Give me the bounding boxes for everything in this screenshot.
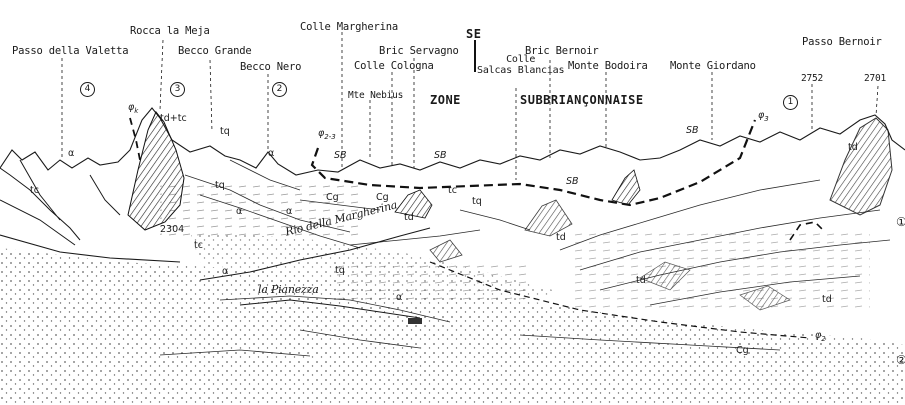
- label-bric-servagno: Bric Servagno: [379, 45, 459, 57]
- td-5: td: [822, 294, 832, 305]
- skyline-ridge: [0, 107, 905, 176]
- rio-margherina-river: [199, 227, 431, 281]
- label-colle-margherina: Colle Margherina: [300, 21, 398, 33]
- label-la-pianezza: la Pianezza: [258, 283, 319, 296]
- sb-label-1: SB: [334, 150, 347, 161]
- cg-2: Cg: [376, 192, 389, 203]
- cg-1: Cg: [326, 192, 339, 203]
- circled-number-2: 2: [272, 82, 287, 97]
- geo-td-tc: td+tc: [160, 113, 187, 124]
- label-colle-salcas: Colle Salcas Blancias: [477, 54, 565, 76]
- tq-1: tq: [220, 126, 230, 137]
- alpha-2: α: [268, 148, 275, 159]
- cg-3: Cg: [736, 345, 749, 356]
- label-monte-bodoira: Monte Bodoira: [568, 60, 648, 72]
- phi-k-label: φk: [128, 102, 139, 115]
- foreground-moraine: [0, 248, 905, 405]
- alpha-1: α: [68, 148, 75, 159]
- label-rocca-meja: Rocca la Meja: [130, 25, 210, 37]
- alpha-3: α: [236, 206, 243, 217]
- td-2: td: [556, 232, 566, 243]
- edge-mark-1: ①: [896, 215, 905, 229]
- sb-label-2: SB: [434, 150, 447, 161]
- td-1: td: [404, 212, 414, 223]
- label-colle-cologna: Colle Cologna: [354, 60, 434, 72]
- tc-1: tc: [30, 185, 39, 196]
- td-3: td: [848, 142, 858, 153]
- label-se-direction: SE: [466, 27, 482, 41]
- tc-2: tc: [448, 185, 457, 196]
- altitude-2304: 2304: [160, 224, 185, 235]
- phi-2-label: φ2: [815, 330, 826, 343]
- label-becco-grande: Becco Grande: [178, 45, 252, 57]
- circled-number-3: 3: [170, 82, 185, 97]
- label-passo-bernoir: Passo Bernoir: [802, 36, 882, 48]
- edge-mark-2: ②: [896, 353, 905, 367]
- zone-title-word: ZONE: [430, 93, 461, 107]
- label-altitude-2701: 2701: [864, 73, 887, 84]
- alpha-4: α: [286, 206, 293, 217]
- tq-4: tq: [335, 265, 345, 276]
- passo-bernoir-crag: [829, 117, 893, 216]
- sb-label-3: SB: [566, 176, 579, 187]
- left-slope: [0, 159, 121, 241]
- alpha-6: α: [396, 292, 403, 303]
- phi2-contact-dashed: [429, 261, 811, 339]
- circled-number-4: 4: [80, 82, 95, 97]
- tq-2: tq: [215, 180, 225, 191]
- alpha-5: α: [222, 266, 229, 277]
- zone-title-name: SUBBRIANÇONNAISE: [520, 93, 644, 107]
- sb-label-4: SB: [686, 125, 699, 136]
- phi-23-label: φ2-3: [318, 128, 336, 141]
- label-altitude-2752: 2752: [801, 73, 824, 84]
- label-passo-valetta: Passo della Valetta: [12, 45, 129, 57]
- label-monte-giordano: Monte Giordano: [670, 60, 756, 72]
- td-4: td: [636, 275, 646, 286]
- label-becco-nero: Becco Nero: [240, 61, 302, 73]
- circled-number-1: 1: [783, 95, 798, 110]
- sb-contact-dashed: [310, 119, 757, 207]
- label-mte-nebius: Mte Nebius: [348, 90, 404, 101]
- phi-3-label: φ3: [758, 110, 769, 123]
- tc-3: tc: [194, 240, 203, 251]
- label-bric-bernoir: Bric Bernoir: [525, 45, 599, 57]
- tq-3: tq: [472, 196, 482, 207]
